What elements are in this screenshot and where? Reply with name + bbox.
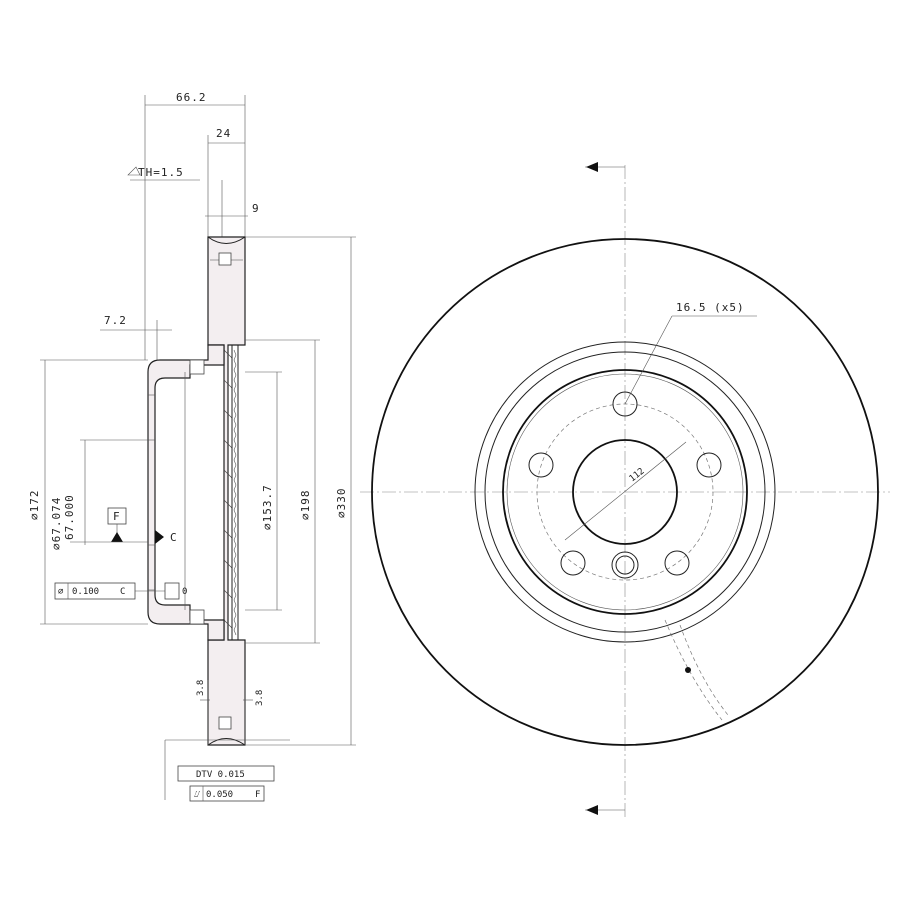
bolt-hole — [612, 391, 638, 417]
runout-value: 0.100 — [72, 587, 99, 597]
datum-c-label: C — [170, 531, 178, 544]
dim-hat-offset: 7.2 — [104, 314, 127, 327]
disc-outer-edge — [371, 238, 879, 746]
datum-f-triangle — [111, 532, 123, 542]
section-view: 66.2 24 TH=1.5 9 7.2 — [28, 91, 356, 802]
wear-mark-dot — [685, 667, 691, 673]
vent-fins — [223, 349, 233, 629]
dim-bore-diameter: ∅67.074 — [50, 497, 63, 550]
dim-min-thickness: TH=1.5 — [138, 166, 184, 179]
dtv-frame — [177, 765, 275, 782]
locating-screw-hole — [611, 551, 639, 579]
dim-bore-diameter-min: 67.000 — [63, 494, 76, 540]
dim-hat-width: 24 — [216, 127, 231, 140]
bolt-hole-label: 16.5 (x5) — [676, 301, 745, 314]
runout-tolerance-frame: ⌀ 0.100 C 0 — [54, 582, 187, 600]
lateral-runout-value: 0.050 — [206, 790, 233, 800]
dim-friction-inner-diameter: ∅198 — [299, 490, 312, 521]
bolt-hole — [664, 550, 690, 576]
bolt-hole — [560, 550, 586, 576]
runout-zero: 0 — [182, 587, 187, 597]
runout-datum: C — [120, 587, 125, 597]
wear-line — [664, 619, 723, 721]
front-view: 16.5 (x5) 112 — [360, 162, 890, 820]
friction-inner-edge — [474, 341, 776, 643]
dtv-value: DTV 0.015 — [196, 770, 245, 780]
section-arrow-top — [586, 162, 598, 172]
lateral-runout-frame — [189, 785, 265, 802]
bolt-hole — [528, 452, 554, 478]
vent-marker-top — [218, 252, 232, 266]
bolt-hole — [696, 452, 722, 478]
dim-hat-outer-diameter: ∅172 — [28, 490, 41, 521]
dim-overall-width: 66.2 — [176, 91, 207, 104]
small-dim-right: 3.8 — [255, 690, 265, 706]
hat-outer-edge — [484, 351, 766, 633]
svg-text:⌀: ⌀ — [58, 587, 64, 597]
datum-c-triangle — [155, 530, 164, 544]
dim-friction-thickness: 9 — [252, 202, 260, 215]
svg-text:⌰: ⌰ — [194, 790, 200, 800]
section-arrow-bottom — [586, 805, 598, 815]
dim-outer-diameter: ∅330 — [335, 488, 348, 519]
lateral-runout-datum: F — [255, 790, 260, 800]
small-dim-left: 3.8 — [196, 680, 206, 696]
vent-marker-bottom — [218, 716, 232, 730]
center-bore — [572, 439, 678, 545]
datum-f-label: F — [113, 510, 121, 523]
bolt-holes — [528, 391, 722, 576]
pcd-label: 112 — [628, 466, 647, 484]
hat-marker-top — [189, 359, 205, 375]
hat-marker-bottom — [189, 609, 205, 625]
hat-face — [502, 369, 748, 615]
dim-inner-vent-diameter: ∅153.7 — [261, 484, 274, 530]
